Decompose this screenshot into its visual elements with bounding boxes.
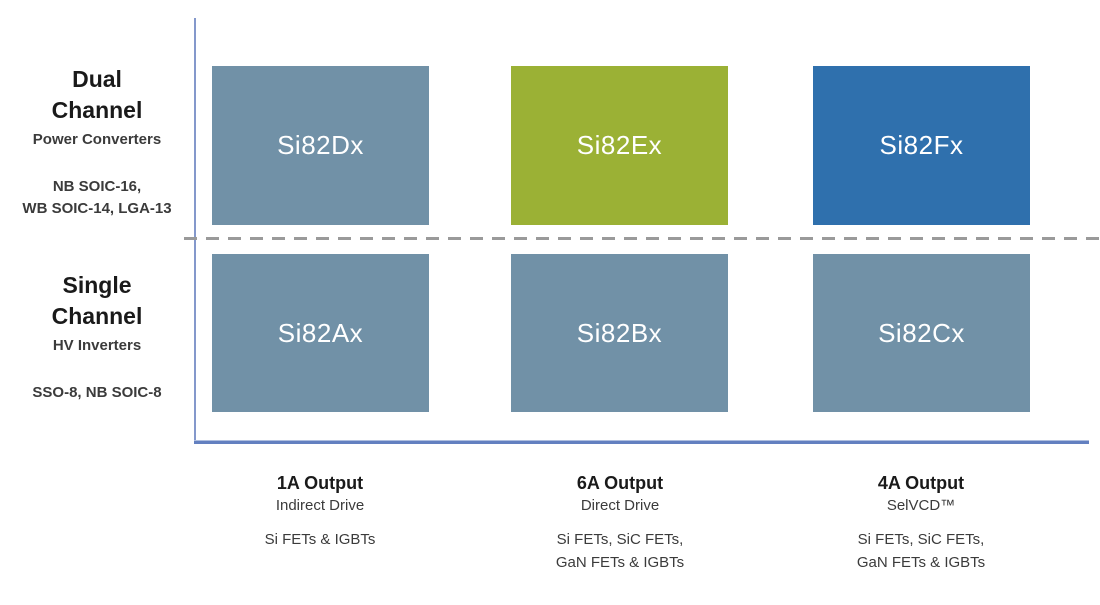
row-label-single-channel: Single Channel HV Inverters SSO-8, NB SO… [0,270,194,404]
column-devices: Si FETs, SiC FETs, GaN FETs & IGBTs [555,531,685,571]
matrix-cell-si82ex: Si82Ex [511,66,728,225]
row-divider-dashed-line [184,237,1100,240]
column-subtitle: Direct Drive [580,497,660,514]
column-subtitle: Indirect Drive [275,497,365,514]
row-title: Dual Channel [51,66,143,123]
column-devices: Si FETs & IGBTs [264,531,376,548]
column-label-4a-output: 4A Output SelVCD™ Si FETs, SiC FETs, GaN… [771,471,1071,574]
row-subtitle: HV Inverters [52,337,142,354]
vertical-axis-line [194,18,196,442]
column-label-6a-output: 6A Output Direct Drive Si FETs, SiC FETs… [470,471,770,574]
row-packages: NB SOIC-16, WB SOIC-14, LGA-13 [22,178,172,217]
matrix-cell-si82ax: Si82Ax [212,254,429,412]
matrix-cell-si82bx: Si82Bx [511,254,728,412]
column-devices: Si FETs, SiC FETs, GaN FETs & IGBTs [856,531,986,571]
matrix-cell-si82cx: Si82Cx [813,254,1030,412]
column-title: 1A Output [276,473,364,493]
column-subtitle: SelVCD™ [886,497,956,514]
matrix-cell-si82fx: Si82Fx [813,66,1030,225]
column-label-1a-output: 1A Output Indirect Drive Si FETs & IGBTs [170,471,470,551]
row-packages: SSO-8, NB SOIC-8 [32,384,162,401]
column-title: 4A Output [877,473,965,493]
matrix-cell-si82dx: Si82Dx [212,66,429,225]
row-label-dual-channel: Dual Channel Power Converters NB SOIC-16… [0,64,194,220]
row-title: Single Channel [51,272,143,329]
column-title: 6A Output [576,473,664,493]
horizontal-axis-line [194,440,1089,444]
row-subtitle: Power Converters [32,131,162,148]
